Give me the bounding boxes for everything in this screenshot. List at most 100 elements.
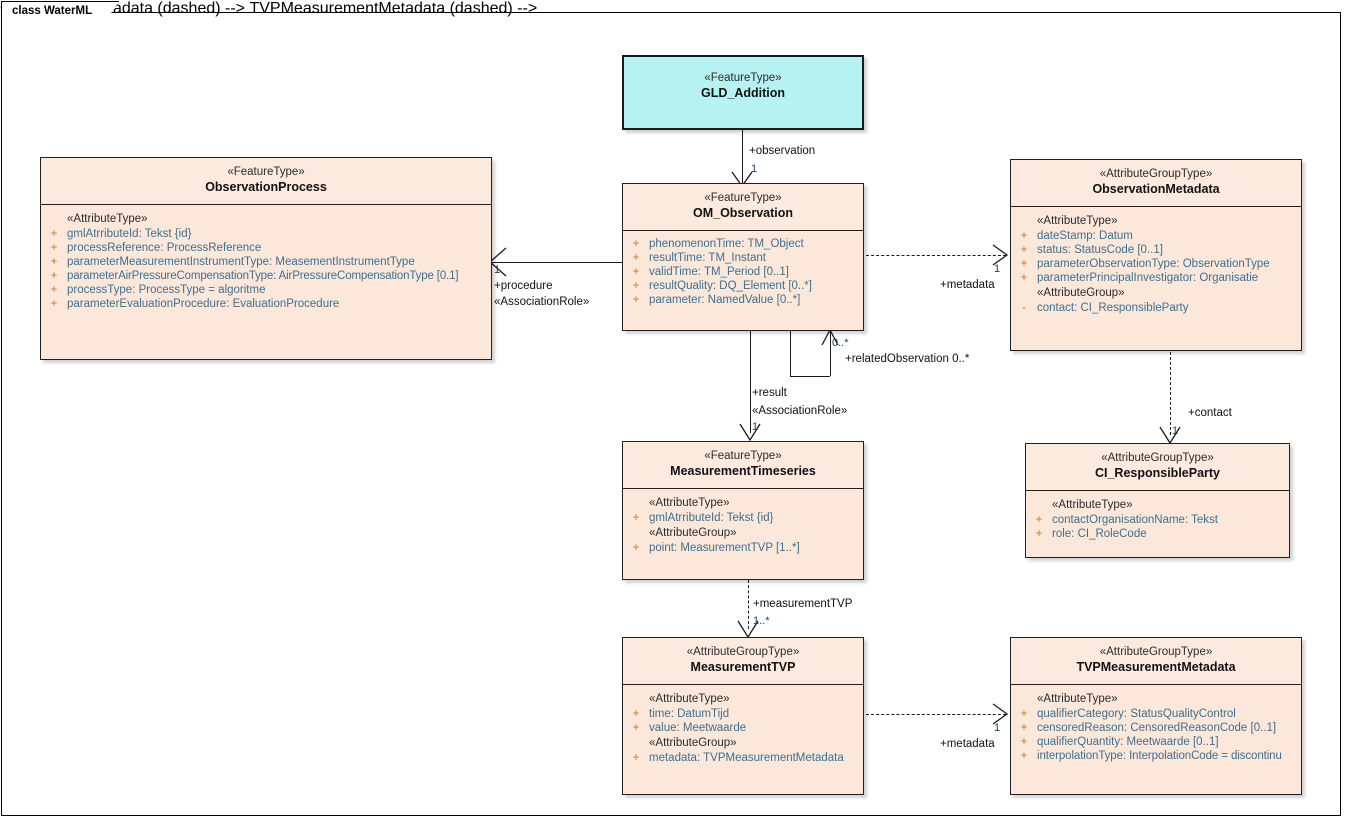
class-name: ObservationMetadata [1092, 182, 1220, 197]
attribute-visibility: + [50, 284, 58, 296]
attribute-group-label: «AttributeType» [1052, 499, 1133, 511]
attribute-text: qualifierQuantity: Meetwaarde [0..1] [1037, 736, 1219, 748]
attribute-text: contactOrganisationName: Tekst [1052, 514, 1218, 526]
label-measurementtvp-role: +measurementTVP [753, 598, 853, 610]
attribute-visibility: + [1020, 272, 1028, 284]
attribute-text: parameterAirPressureCompensationType: Ai… [67, 270, 459, 282]
class-stereotype: «FeatureType» [704, 72, 782, 84]
label-metadata-top-mult: 1 [994, 263, 1001, 275]
attribute-group-label: «AttributeType» [649, 497, 730, 509]
attribute-row: +censoredReason: CensoredReasonCode [0..… [1011, 721, 1301, 735]
attribute-row: +dateStamp: Datum [1011, 229, 1301, 243]
attribute-text: gmlAtrributeId: Tekst {id} [67, 228, 192, 240]
class-header-observation-process: «FeatureType» ObservationProcess [41, 158, 491, 205]
attribute-visibility: + [1020, 258, 1028, 270]
attribute-text: role: CI_RoleCode [1052, 528, 1147, 540]
class-header-gld-addition: «FeatureType» GLD_Addition [624, 57, 862, 110]
attribute-text: interpolationType: InterpolationCode = d… [1037, 750, 1282, 762]
attribute-row: +phenomenonTime: TM_Object [623, 237, 863, 251]
connector-measurementtvp-line [748, 580, 749, 629]
attribute-text: phenomenonTime: TM_Object [649, 238, 804, 250]
label-metadata-bottom-mult: 1 [994, 722, 1001, 734]
attribute-group-label: «AttributeGroup» [649, 737, 737, 749]
attribute-row: + gmlAtrributeId: Tekst {id} [41, 227, 491, 241]
attribute-row: + parameterMeasurementInstrumentType: Mea… [41, 255, 491, 269]
label-observation-role: +observation [749, 145, 816, 157]
class-box-measurement-tvp[interactable]: «AttributeGroupType» MeasurementTVP «Att… [622, 637, 864, 795]
attribute-visibility: + [1020, 230, 1028, 242]
class-attributes-observation-process: «AttributeType» + gmlAtrributeId: Tekst {… [41, 205, 491, 318]
attribute-text: validTime: TM_Period [0..1] [649, 266, 789, 278]
attribute-visibility: - [1022, 302, 1026, 314]
diagram-frame-label: class WaterML [1, 1, 119, 25]
attribute-text: parameterMeasurementInstrumentType: Meas… [67, 256, 415, 268]
class-box-gld-addition[interactable]: «FeatureType» GLD_Addition [622, 55, 864, 130]
class-box-tvp-measurement-metadata[interactable]: «AttributeGroupType» TVPMeasurementMetad… [1010, 637, 1302, 795]
attribute-group-label: «AttributeType» [649, 693, 730, 705]
attribute-group-label: «AttributeGroup» [649, 527, 737, 539]
class-stereotype: «AttributeGroupType» [1099, 646, 1213, 658]
attribute-text: metadata: TVPMeasurementMetadata [649, 752, 844, 764]
attribute-row: +resultQuality: DQ_Element [0..*] [623, 279, 863, 293]
label-contact-mult: 1 [1172, 425, 1179, 437]
connector-metadata-top-line [866, 255, 1006, 256]
class-box-ci-responsibleparty[interactable]: «AttributeGroupType» CI_ResponsibleParty… [1025, 443, 1290, 558]
class-attributes-observation-metadata: «AttributeType» +dateStamp: Datum +statu… [1011, 207, 1301, 322]
attribute-visibility: + [1020, 708, 1028, 720]
attribute-row: +role: CI_RoleCode [1026, 527, 1289, 541]
attribute-visibility: + [50, 242, 58, 254]
attribute-visibility: + [632, 752, 640, 764]
connector-procedure-line [492, 262, 623, 263]
class-box-om-observation[interactable]: «FeatureType» OM_Observation +phenomenon… [622, 183, 864, 331]
class-stereotype: «FeatureType» [704, 450, 782, 462]
class-name: CI_ResponsibleParty [1094, 466, 1221, 481]
attribute-row: + processReference: ProcessReference [41, 241, 491, 255]
attribute-visibility: + [632, 294, 640, 306]
attribute-text: time: DatumTijd [649, 708, 730, 720]
connector-contact-line [1170, 352, 1171, 435]
attribute-visibility: + [1020, 736, 1028, 748]
attribute-visibility: + [632, 708, 640, 720]
attribute-visibility: + [1035, 514, 1043, 526]
attribute-row: +parameter: NamedValue [0..*] [623, 293, 863, 307]
attribute-row: +processType: ProcessType = algoritme [41, 283, 491, 297]
attribute-text: processReference: ProcessReference [67, 242, 262, 254]
class-box-observation-process[interactable]: «FeatureType» ObservationProcess «Attrib… [40, 157, 492, 360]
attribute-visibility: + [50, 228, 58, 240]
class-box-observation-metadata[interactable]: «AttributeGroupType» ObservationMetadata… [1010, 159, 1302, 351]
class-header-measurement-tvp: «AttributeGroupType» MeasurementTVP [623, 638, 863, 685]
attribute-row: + parameterEvaluationProcedure: Evaluatio… [41, 297, 491, 311]
class-box-measurement-timeseries[interactable]: «FeatureType» MeasurementTimeseries «Att… [622, 441, 864, 580]
connector-related-right [830, 332, 831, 376]
label-related-observation-role: +relatedObservation 0..* [845, 353, 970, 365]
attribute-text: gmlAtrributeId: Tekst {id} [649, 512, 774, 524]
attribute-row: + metadata: TVPMeasurementMetadata [623, 751, 863, 765]
class-stereotype: «FeatureType» [704, 192, 782, 204]
attribute-text: qualifierCategory: StatusQualityControl [1037, 708, 1236, 720]
attribute-row: +value: Meetwaarde [623, 721, 863, 735]
attribute-text: censoredReason: CensoredReasonCode [0..1… [1037, 722, 1277, 734]
attribute-visibility: + [50, 270, 58, 282]
class-name: ObservationProcess [205, 180, 327, 195]
class-header-measurement-timeseries: «FeatureType» MeasurementTimeseries [623, 442, 863, 489]
class-name: MeasurementTimeseries [670, 464, 816, 479]
label-metadata-top-role: +metadata [940, 279, 995, 291]
attribute-group-label: «AttributeType» [67, 213, 148, 225]
label-related-observation-mult: 0..* [832, 337, 849, 349]
label-result-stereotype: «AssociationRole» [752, 405, 848, 417]
class-attributes-measurement-timeseries: «AttributeType» + gmlAtrributeId: Tekst {… [623, 489, 863, 562]
class-attributes-ci-responsibleparty: «AttributeType» + contactOrganisationName… [1026, 491, 1289, 548]
label-contact-role: +contact [1188, 407, 1232, 419]
class-stereotype: «FeatureType» [227, 166, 305, 178]
attribute-visibility: + [632, 542, 640, 554]
attribute-row: +interpolationType: InterpolationCode = … [1011, 749, 1301, 763]
diagram-frame [1, 12, 1341, 816]
class-name: TVPMeasurementMetadata [1076, 660, 1236, 675]
class-stereotype: «AttributeGroupType» [686, 646, 800, 658]
label-procedure-role: +procedure [494, 280, 553, 292]
label-procedure-stereotype: «AssociationRole» [494, 296, 590, 308]
attribute-text: parameterEvaluationProcedure: Evaluation… [67, 298, 340, 310]
attribute-visibility: + [50, 256, 58, 268]
attribute-visibility: + [50, 298, 58, 310]
attribute-row: +parameterPrincipalInvestigator: Organis… [1011, 271, 1301, 285]
